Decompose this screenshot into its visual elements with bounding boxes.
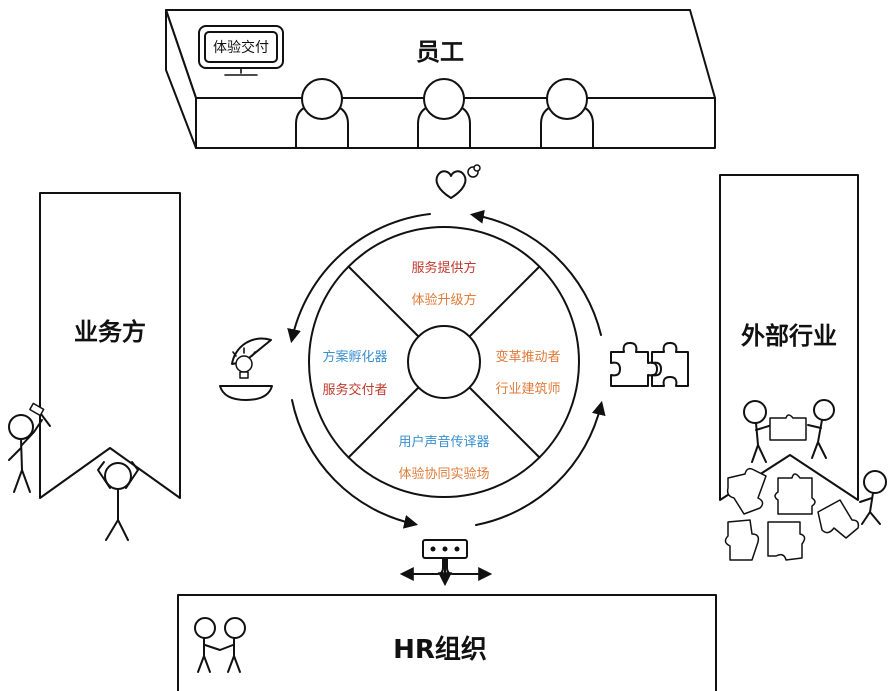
employee-person-icon <box>295 78 349 149</box>
role-experience-upgrader: 体验升级方 <box>411 292 476 308</box>
role-voice-translator: 用户声音传译器 <box>398 434 489 450</box>
hr-org-box: HR组织 <box>177 594 717 691</box>
industry-banner: 外部行业 <box>719 174 859 501</box>
business-banner: 业务方 <box>39 192 181 499</box>
employee-person-icon <box>417 78 471 149</box>
puzzle-pieces-icon <box>724 467 860 561</box>
employee-person-icon <box>540 78 594 149</box>
heart-icon <box>435 164 481 199</box>
hub-arrows-icon <box>399 539 493 587</box>
role-service-deliverer: 服务交付者 <box>322 382 387 398</box>
monitor-icon: 体验交付 <box>198 25 284 76</box>
role-experience-lab: 体验协同实验场 <box>398 466 489 482</box>
role-solution-incubator: 方案孵化器 <box>322 349 387 365</box>
employee-label: 员工 <box>416 38 464 66</box>
industry-label: 外部行业 <box>741 322 837 350</box>
hr-org-label: HR组织 <box>393 634 487 665</box>
role-industry-architect: 行业建筑师 <box>495 381 560 397</box>
role-change-driver: 变革推动者 <box>495 349 560 365</box>
puzzle-team-icon <box>743 399 835 463</box>
cycle-arrows <box>287 209 606 529</box>
handshake-figures-icon <box>194 617 246 673</box>
role-wheel: 服务提供方 体验升级方 方案孵化器 服务交付者 变革推动者 行业建筑师 用户声音… <box>308 226 580 498</box>
role-service-provider: 服务提供方 <box>411 260 476 276</box>
worker-figure-icon <box>8 402 51 493</box>
monitor-label: 体验交付 <box>213 39 269 56</box>
supporter-figure-icon <box>97 461 139 541</box>
employee-figures <box>295 78 594 149</box>
climber-figure-icon <box>859 470 887 525</box>
business-label: 业务方 <box>74 318 146 346</box>
lightbulb-icon <box>219 337 273 401</box>
puzzle-icon <box>610 342 689 387</box>
